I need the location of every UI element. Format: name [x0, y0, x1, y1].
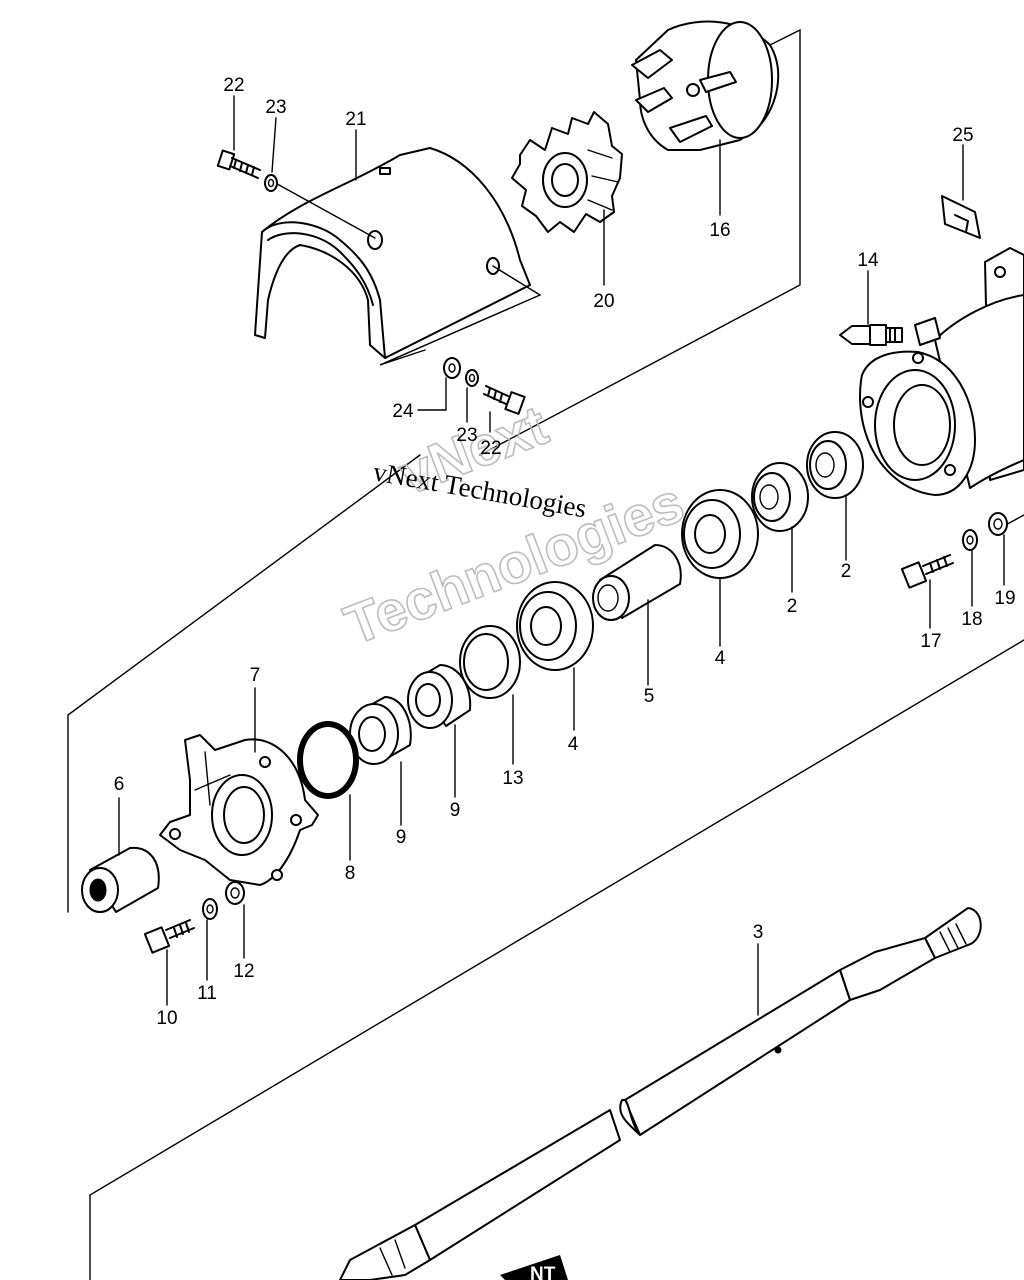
callout-23-bottom: 23 [456, 425, 477, 446]
callout-9-right: 9 [450, 800, 461, 821]
callout-7: 7 [250, 665, 261, 686]
callout-22-bottom: 22 [480, 438, 501, 459]
washer-24 [443, 357, 461, 379]
callout-18: 18 [961, 609, 982, 630]
grease-fitting-14 [839, 324, 903, 346]
washer-11 [202, 898, 218, 920]
o-ring-8 [297, 721, 359, 799]
washer-12 [225, 881, 245, 905]
drive-clutch-16 [631, 20, 780, 151]
callout-16: 16 [709, 220, 730, 241]
callout-3: 3 [753, 922, 764, 943]
callout-23-top: 23 [265, 97, 286, 118]
leader-lines [118, 95, 1005, 1016]
washer-23-top [264, 174, 278, 192]
callout-5: 5 [644, 686, 655, 707]
callout-8: 8 [345, 863, 356, 884]
boundary-lines [67, 28, 1024, 1280]
callout-17: 17 [920, 631, 941, 652]
stamp-text: NT [530, 1264, 556, 1280]
callout-13: 13 [502, 768, 523, 789]
callout-14: 14 [857, 250, 879, 271]
seal-13 [459, 625, 521, 699]
callout-6: 6 [114, 774, 125, 795]
callout-12: 12 [233, 961, 254, 982]
callout-25: 25 [952, 125, 973, 146]
bearing-2-left [751, 462, 809, 532]
washer-23-bottom [465, 369, 479, 387]
callout-21: 21 [345, 109, 366, 130]
bearing-2-right [806, 431, 864, 499]
callout-2-right: 2 [841, 561, 852, 582]
callout-22-top: 22 [223, 75, 244, 96]
cover-shroud-21 [254, 147, 541, 359]
callout-20: 20 [593, 291, 614, 312]
bearing-plate-7 [159, 734, 319, 886]
bolt-17 [900, 554, 954, 589]
callout-4-upper: 4 [715, 648, 726, 669]
washer-18 [962, 529, 978, 551]
bushing-6 [81, 846, 160, 913]
bolt-10 [143, 919, 195, 954]
bolt-22-top [216, 149, 261, 179]
driveshaft-3 [339, 907, 982, 1280]
bearing-4-lower [516, 581, 594, 671]
collar-9-left [349, 696, 412, 765]
bearing-4-upper [681, 489, 759, 579]
callout-10: 10 [156, 1008, 177, 1029]
impeller-20 [511, 111, 623, 233]
callout-9-left: 9 [396, 827, 407, 848]
callout-11: 11 [197, 983, 217, 1004]
spacer-5 [592, 544, 682, 621]
driveshaft-housing [859, 247, 1024, 496]
stamp-fragment: NT [500, 1255, 568, 1280]
callout-4-lower: 4 [568, 734, 579, 755]
callout-labels: 22 23 21 20 16 25 14 24 23 22 2 2 4 4 5 … [114, 75, 1016, 1029]
bracket-25 [941, 195, 981, 239]
callout-19: 19 [994, 588, 1015, 609]
collar-9-right [407, 664, 472, 729]
washer-19 [988, 512, 1008, 536]
callout-24: 24 [392, 401, 414, 422]
bolt-22-bottom [483, 385, 526, 415]
callout-2-left: 2 [787, 596, 798, 617]
watermark: vNext Technologies vNext Technologies [335, 392, 692, 657]
